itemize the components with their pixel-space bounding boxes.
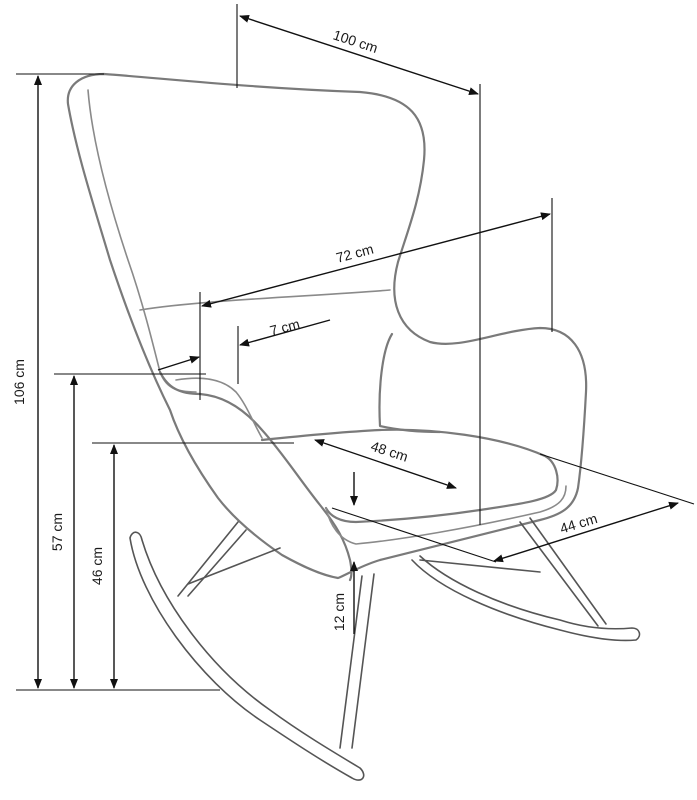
label-7cm: 7 cm: [268, 316, 301, 339]
wing-line: [139, 289, 391, 311]
dimension-line-7cm-left: [157, 355, 200, 371]
right-armrest: [378, 332, 442, 434]
left-armrest: [158, 370, 353, 582]
dimension-line-7cm-right: [239, 319, 331, 347]
label-100cm: 100 cm: [331, 27, 380, 56]
dimension-line-48cm: [314, 439, 457, 489]
dimension-line-100cm: [239, 15, 479, 95]
dimension-line-44cm: [493, 501, 679, 563]
dimension-line-72cm: [201, 212, 551, 308]
label-12cm: 12 cm: [331, 593, 347, 631]
seat-cushion: [260, 428, 559, 524]
front-rocker: [129, 531, 365, 781]
label-106cm: 106 cm: [11, 359, 27, 405]
label-44cm: 44 cm: [558, 510, 599, 536]
left-armrest-top: [175, 377, 263, 439]
dimension-labels: 100 cm 106 cm 72 cm 7 cm 57 cm 48 cm 46 …: [11, 27, 599, 632]
back-rocker: [411, 555, 641, 642]
label-46cm: 46 cm: [89, 547, 105, 585]
metal-legs: [177, 517, 607, 749]
dimension-lines: [16, 4, 695, 691]
backrest-outline: [66, 72, 588, 580]
chair-drawing: [66, 72, 641, 781]
label-57cm: 57 cm: [49, 513, 65, 551]
